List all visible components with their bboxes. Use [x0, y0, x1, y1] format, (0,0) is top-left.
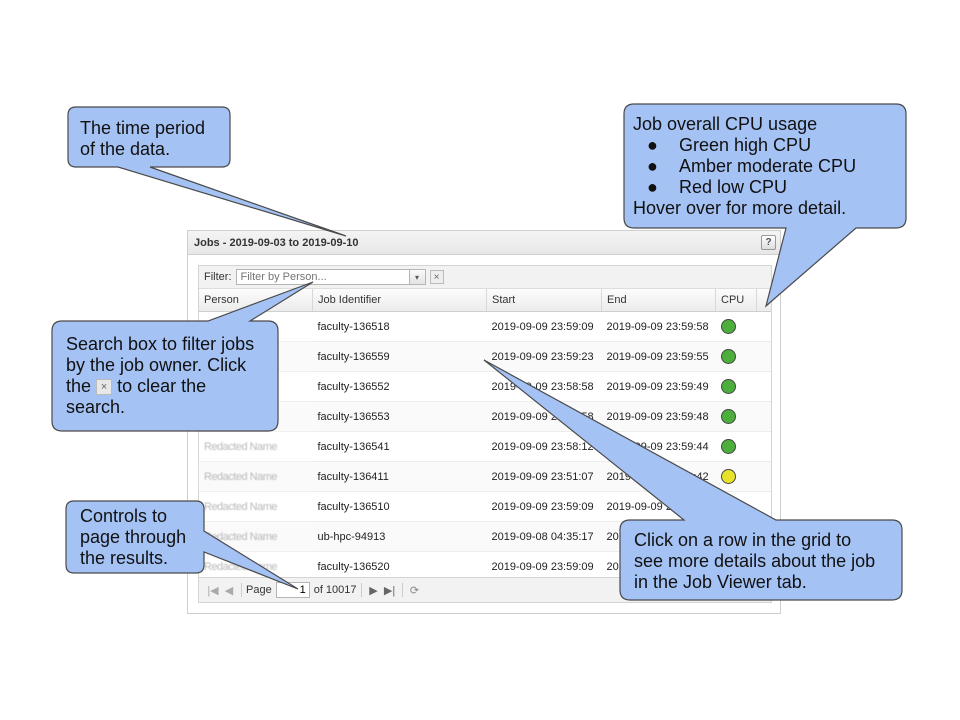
callout-line: Click on a row in the grid to	[634, 530, 852, 550]
end-cell: 2019-09-09 23:59:55	[601, 341, 716, 372]
filler-cell	[756, 341, 771, 372]
cpu-cell	[715, 401, 757, 432]
cpu-legend-list: ●Green high CPU ●Amber moderate CPU ●Red…	[633, 135, 856, 198]
cpu-cell	[715, 431, 757, 462]
filler-cell	[756, 371, 771, 402]
start-cell: 2019-09-09 23:59:23	[486, 341, 602, 372]
help-icon[interactable]: ?	[761, 235, 776, 250]
callout-line: Search box to filter jobs	[66, 334, 255, 354]
row-click-callout-shape	[483, 359, 903, 601]
panel-header: Jobs - 2019-09-03 to 2019-09-10 ?	[188, 231, 780, 255]
time-period-callout-shape	[67, 106, 347, 237]
filler-cell	[756, 401, 771, 432]
controls-callout: Controls to page through the results.	[80, 506, 186, 569]
filler-cell	[756, 431, 771, 462]
page-number-input[interactable]	[275, 582, 310, 598]
cpu-status-icon[interactable]	[720, 439, 736, 454]
callout-line: Controls to	[80, 506, 168, 526]
cpu-status-icon[interactable]	[720, 349, 736, 364]
pager-separator	[360, 583, 362, 597]
column-header-start[interactable]: Start	[486, 289, 602, 312]
cpu-legend-item: ●Amber moderate CPU	[647, 156, 857, 176]
job-identifier-cell: faculty-136411	[312, 461, 487, 492]
end-cell: 2019-09-09 23:59:48	[601, 401, 716, 432]
job-identifier-cell: faculty-136552	[312, 371, 487, 402]
page-label: Page	[246, 584, 272, 596]
panel-title: Jobs - 2019-09-03 to 2019-09-10	[194, 236, 359, 249]
person-cell: Redacted Name	[199, 461, 313, 492]
person-filter-input[interactable]	[235, 269, 410, 285]
start-cell: 2019-09-09 23:58:12	[486, 431, 602, 462]
job-identifier-cell: faculty-136518	[312, 311, 487, 342]
cpu-legend-item: ●Red low CPU	[647, 177, 788, 197]
cpu-status-icon[interactable]	[720, 469, 736, 484]
next-page-icon[interactable]: ▶	[369, 584, 378, 597]
cpu-status-icon[interactable]	[720, 379, 736, 394]
first-page-icon[interactable]: |◀	[207, 584, 219, 597]
cpu-usage-callout-shape	[623, 103, 907, 308]
controls-callout-shape	[65, 500, 299, 590]
callout-line: of the data.	[80, 139, 171, 159]
column-header-job-identifier[interactable]: Job Identifier	[312, 289, 487, 312]
callout-line: the × to clear the	[66, 376, 207, 396]
prev-page-icon[interactable]: ◀	[224, 584, 234, 597]
person-cell: Redacted Name	[199, 431, 313, 462]
job-identifier-cell: faculty-136520	[312, 551, 487, 582]
cpu-cell	[715, 461, 757, 492]
cpu-cell	[715, 371, 757, 402]
callout-line: by the job owner. Click	[66, 355, 247, 375]
last-page-icon[interactable]: ▶|	[383, 584, 396, 597]
end-cell: 2019-09-09 23:59:49	[601, 371, 716, 402]
job-identifier-cell: faculty-136553	[312, 401, 487, 432]
search-box-callout-shape	[51, 281, 314, 432]
start-cell: 2019-09-08 04:35:17	[486, 521, 602, 552]
cpu-status-icon[interactable]	[720, 319, 736, 334]
cpu-callout-footer: Hover over for more detail.	[633, 198, 847, 218]
column-header-end[interactable]: End	[601, 289, 716, 312]
grid-header-row: Person Job Identifier Start End CPU	[199, 289, 771, 312]
filter-toolbar: Filter: ▾ ×	[199, 266, 771, 289]
end-cell: 2019-09-09 23:59:58	[601, 311, 716, 342]
callout-line: the results.	[80, 548, 169, 568]
pager-separator	[401, 583, 403, 597]
time-period-callout: The time period of the data.	[80, 118, 205, 160]
cpu-cell	[715, 311, 757, 342]
filter-clear-icon[interactable]: ×	[429, 270, 444, 284]
row-click-callout: Click on a row in the grid to see more d…	[634, 530, 875, 593]
cpu-cell	[715, 341, 757, 372]
callout-line: in the Job Viewer tab.	[634, 572, 807, 592]
clear-icon-example: ×	[96, 379, 113, 396]
callout-line: search.	[66, 397, 126, 417]
pager-separator	[241, 583, 242, 597]
callout-line: see more details about the job	[634, 551, 876, 571]
start-cell: 2019-09-09 23:59:09	[486, 491, 602, 522]
job-identifier-cell: faculty-136541	[312, 431, 487, 462]
job-identifier-cell: ub-hpc-94913	[312, 521, 487, 552]
callout-line: The time period	[80, 118, 206, 138]
start-cell: 2019-09-09 23:59:09	[486, 311, 602, 342]
callout-line: page through	[80, 527, 187, 547]
cpu-callout-heading: Job overall CPU usage	[633, 114, 818, 134]
column-header-cpu[interactable]: CPU	[715, 289, 757, 312]
filter-dropdown-icon[interactable]: ▾	[409, 269, 426, 285]
filler-cell	[756, 461, 771, 492]
job-identifier-cell: faculty-136510	[312, 491, 487, 522]
cpu-usage-callout: Job overall CPU usage ●Green high CPU ●A…	[633, 114, 856, 219]
column-header-filler	[756, 289, 771, 312]
refresh-icon[interactable]: ⟳	[409, 584, 420, 597]
page-count: of 10017	[313, 584, 357, 596]
job-identifier-cell: faculty-136559	[312, 341, 487, 372]
filter-label: Filter:	[204, 271, 232, 283]
cpu-status-icon[interactable]	[720, 409, 736, 424]
start-cell: 2019-09-09 23:59:09	[486, 551, 602, 582]
start-cell: 2019-09-09 23:51:07	[486, 461, 602, 492]
filler-cell	[756, 311, 771, 342]
search-box-callout: Search box to filter jobs by the job own…	[66, 334, 254, 418]
person-cell: Redacted Name	[199, 491, 313, 522]
cpu-legend-item: ●Green high CPU	[647, 135, 812, 155]
